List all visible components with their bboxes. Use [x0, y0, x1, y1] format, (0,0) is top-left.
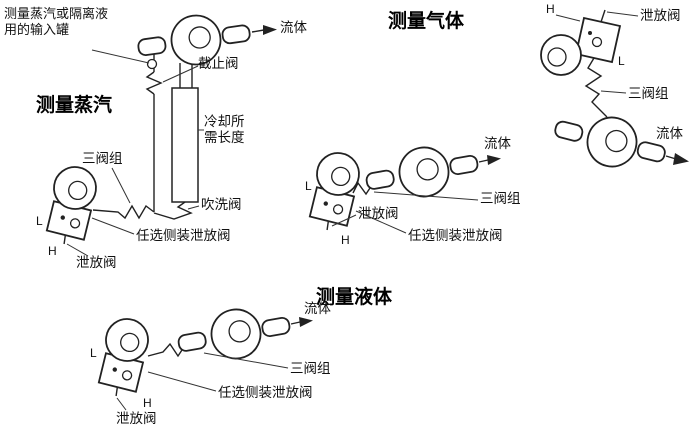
- callout-line: [331, 214, 357, 227]
- flow-arrow: [251, 29, 265, 33]
- steam-stop-valve-label: 截止阀: [198, 56, 239, 71]
- callout-line: [111, 167, 131, 204]
- steam-tank-note: 测量蒸汽或隔离液 用的输入罐: [4, 6, 109, 37]
- input-tank-fitting: [146, 58, 158, 70]
- steam-title: 测量蒸汽: [36, 95, 113, 116]
- liquid-manifold-label: 三阀组: [290, 361, 331, 376]
- dp-transmitter: [96, 315, 152, 401]
- liquid-port-h: H: [143, 396, 152, 410]
- callout-line: [606, 11, 639, 17]
- steam-port-h: H: [48, 244, 57, 258]
- steam-purge-valve-label: 吹洗阀: [201, 197, 242, 212]
- steam-port-l: L: [36, 214, 43, 228]
- liquid-art: [96, 299, 313, 411]
- gas-art: [540, 9, 689, 180]
- gas-fluid-label: 流体: [656, 126, 683, 141]
- flow-arrowhead: [299, 317, 313, 327]
- callout-line: [91, 49, 150, 64]
- liquid-drain-valve-label: 泄放阀: [116, 411, 157, 426]
- gas-title: 测量气体: [388, 11, 465, 32]
- flow-arrow: [290, 321, 301, 325]
- gas-alt-drain-valve-label: 泄放阀: [358, 206, 399, 221]
- steam-manifold-label: 三阀组: [82, 151, 123, 166]
- flow-arrowhead: [673, 153, 689, 165]
- stop-valve-zigzag: [145, 71, 163, 95]
- liquid-title: 测量液体: [316, 287, 393, 308]
- manifold-zigzag: [92, 204, 155, 220]
- liquid-fluid-label: 流体: [304, 301, 331, 316]
- gas-port-l: L: [618, 54, 625, 68]
- flow-arrowhead: [263, 25, 277, 35]
- dp-transmitter-body: [574, 16, 622, 64]
- callout-line: [555, 14, 581, 22]
- gas-alt-side-drain-label: 任选侧装泄放阀: [408, 228, 503, 243]
- gas-alt-fluid-label: 流体: [484, 136, 511, 151]
- cooling-column: [171, 87, 199, 203]
- gas-alt-art: [307, 137, 501, 235]
- steam-cooling-length-label: 冷却所 需长度: [204, 114, 245, 146]
- liquid-side-drain-label: 任选侧装泄放阀: [218, 385, 313, 400]
- callout-line: [203, 352, 289, 369]
- callout-line: [600, 90, 627, 94]
- gas-drain-valve-label: 泄放阀: [640, 8, 681, 23]
- callout-line: [147, 371, 217, 392]
- callout-line: [162, 65, 199, 83]
- dp-transmitter: [44, 163, 100, 249]
- purge-valve-zigzag: [153, 201, 193, 220]
- liquid-port-l: L: [90, 346, 97, 360]
- gas-alt-port-l: L: [305, 179, 312, 193]
- gas-alt-port-h: H: [341, 233, 350, 247]
- dp-transmitter-housing: [540, 34, 582, 76]
- drain-stub: [600, 9, 606, 23]
- flow-arrowhead: [487, 155, 501, 165]
- callout-line: [187, 205, 200, 210]
- pipe-assembly: [548, 103, 672, 180]
- callout-line: [66, 243, 89, 257]
- callout-line: [116, 397, 127, 411]
- callout-line: [91, 217, 135, 235]
- gas-port-h: H: [546, 2, 555, 16]
- callout-line: [355, 210, 407, 234]
- steam-fluid-label: 流体: [280, 20, 307, 35]
- manifold-zigzag: [584, 57, 608, 118]
- steam-side-drain-label: 任选侧装泄放阀: [136, 228, 231, 243]
- steam-drain-valve-label: 泄放阀: [76, 255, 117, 270]
- flow-arrow: [478, 159, 489, 163]
- callout-line: [373, 191, 479, 201]
- gas-alt-manifold-label: 三阀组: [480, 191, 521, 206]
- steam-art: [44, 7, 277, 257]
- gas-manifold-label: 三阀组: [628, 86, 669, 101]
